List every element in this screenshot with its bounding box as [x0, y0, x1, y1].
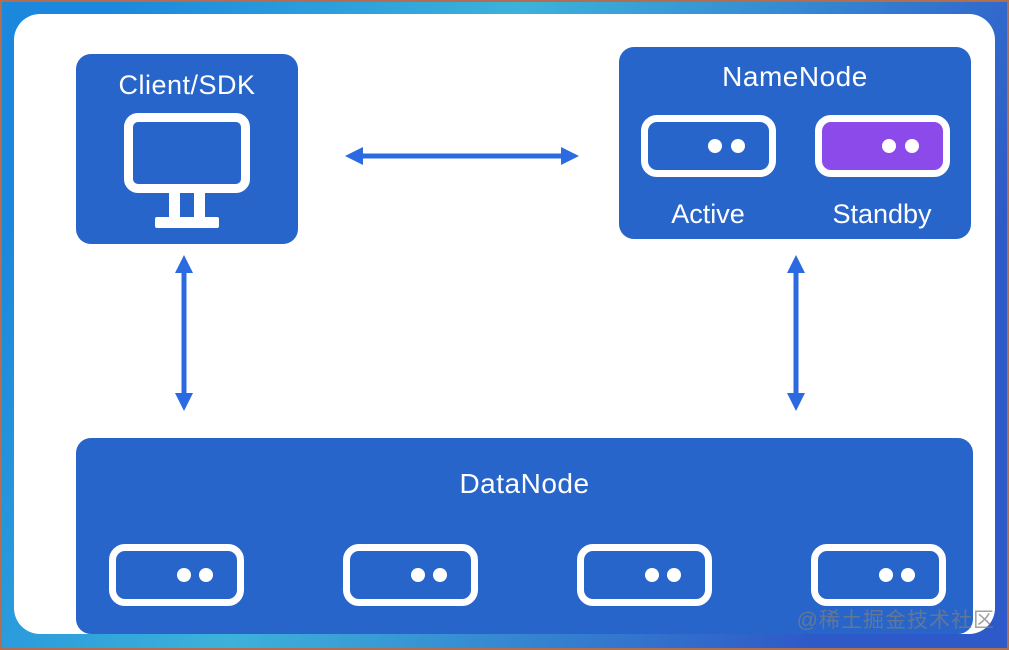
monitor-base [155, 217, 219, 228]
server-led-icon [410, 568, 425, 582]
server-icon-active [640, 115, 776, 177]
server-led-icon [667, 568, 682, 582]
server-icon [811, 544, 946, 606]
server-led-icon [878, 568, 893, 582]
arrow-namenode-datanode [787, 255, 805, 411]
monitor-screen [124, 113, 250, 193]
server-icon [343, 544, 478, 606]
client-sdk-title: Client/SDK [118, 70, 256, 100]
monitor-icon [76, 113, 298, 228]
server-led-icon [730, 139, 745, 153]
server-led-icon [644, 568, 659, 582]
datanode-box: DataNode [76, 438, 973, 634]
datanode-servers [76, 544, 973, 606]
server-led-icon [882, 139, 896, 153]
monitor-neck [169, 193, 205, 217]
active-label: Active [671, 199, 745, 229]
server-led-icon [176, 568, 191, 582]
watermark: @稀土掘金技术社区 [796, 609, 995, 632]
server-icon-standby [814, 115, 950, 177]
namenode-active-column: Active [638, 115, 778, 230]
server-led-icon [904, 139, 919, 153]
namenode-box: NameNode Active Standby [619, 47, 971, 239]
diagram-canvas: Client/SDK NameNode Active [14, 14, 995, 634]
namenode-title: NameNode [722, 61, 868, 92]
arrow-client-datanode [175, 255, 193, 411]
server-led-icon [708, 139, 722, 153]
server-led-icon [901, 568, 916, 582]
server-led-icon [433, 568, 448, 582]
datanode-title: DataNode [459, 468, 590, 499]
namenode-standby-column: Standby [812, 115, 952, 230]
server-icon [577, 544, 712, 606]
standby-label: Standby [832, 199, 932, 229]
namenode-servers: Active Standby [619, 115, 971, 230]
arrow-client-namenode [345, 147, 579, 165]
client-sdk-box: Client/SDK [76, 54, 298, 244]
server-led-icon [199, 568, 214, 582]
server-icon [109, 544, 244, 606]
